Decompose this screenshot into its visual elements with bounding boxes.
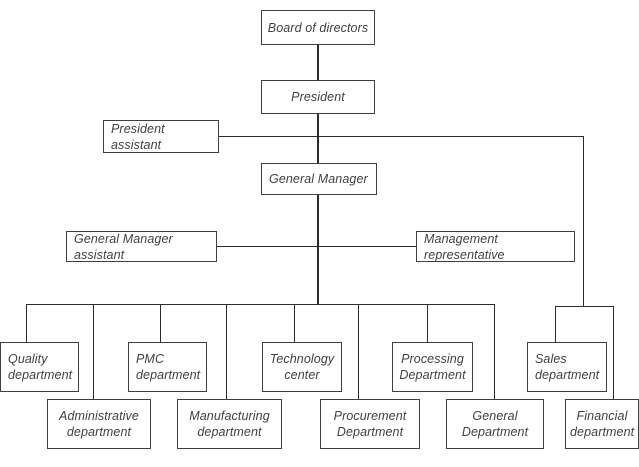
node-management-representative[interactable]: Management representative [416,231,575,262]
node-label-general-manager-assistant: General Manager assistant [74,231,173,262]
connector-sales-group-bar [555,306,613,307]
node-president-assistant[interactable]: President assistant [103,120,219,153]
node-label-management-representative: Management representative [424,231,505,262]
node-label-processing-department: Processing Department [399,352,466,382]
connector-management-representative-link [318,246,416,247]
node-financial-department[interactable]: Financial department [565,399,639,449]
connector-drop-procurement [358,304,359,399]
node-label-board-of-directors: Board of directors [267,20,369,35]
node-pmc-department[interactable]: PMC department [128,342,207,392]
node-board-of-directors[interactable]: Board of directors [261,10,375,45]
node-label-pmc-department: PMC department [136,352,201,382]
node-administrative-department[interactable]: Administrative department [47,399,151,449]
connector-drop-pmc [160,304,161,342]
node-procurement-department[interactable]: Procurement Department [320,399,420,449]
node-quality-department[interactable]: Quality department [0,342,79,392]
connector-board-to-president [317,45,319,80]
node-label-general-department: General Department [461,409,529,439]
connector-general-manager-assistant-link [217,246,318,247]
node-label-sales-department: Sales department [535,352,600,382]
node-label-procurement-department: Procurement Department [333,409,407,439]
connector-drop-financial [613,306,614,399]
connector-drop-quality [26,304,27,342]
connector-drop-administrative [93,304,94,399]
node-general-department[interactable]: General Department [446,399,544,449]
connector-drop-processing [427,304,428,342]
node-label-administrative-department: Administrative department [59,409,139,439]
connector-general-manager-trunk [317,195,319,304]
node-general-manager-assistant[interactable]: General Manager assistant [66,231,217,262]
node-technology-center[interactable]: Technology center [262,342,342,392]
node-manufacturing-department[interactable]: Manufacturing department [177,399,282,449]
node-label-president: President [291,90,345,104]
node-label-manufacturing-department: Manufacturing department [189,409,270,439]
node-label-financial-department: Financial department [570,409,635,439]
node-sales-department[interactable]: Sales department [527,342,607,392]
connector-department-distribution-bar [26,304,495,305]
connector-drop-technology [294,304,295,342]
node-president[interactable]: President [261,80,375,114]
node-label-president-assistant: President assistant [111,121,165,152]
connector-president-to-general-manager [317,114,319,164]
node-processing-department[interactable]: Processing Department [392,342,473,392]
connector-drop-manufacturing [226,304,227,399]
node-label-technology-center: Technology center [269,352,335,382]
node-label-general-manager: General Manager [269,172,368,186]
node-label-quality-department: Quality department [8,352,73,382]
node-general-manager[interactable]: General Manager [261,163,377,195]
connector-president-assistant-horizontal [219,136,584,137]
connector-president-assistant-drop [583,136,584,306]
connector-drop-sales [555,306,556,342]
connector-drop-general-department [494,304,495,399]
